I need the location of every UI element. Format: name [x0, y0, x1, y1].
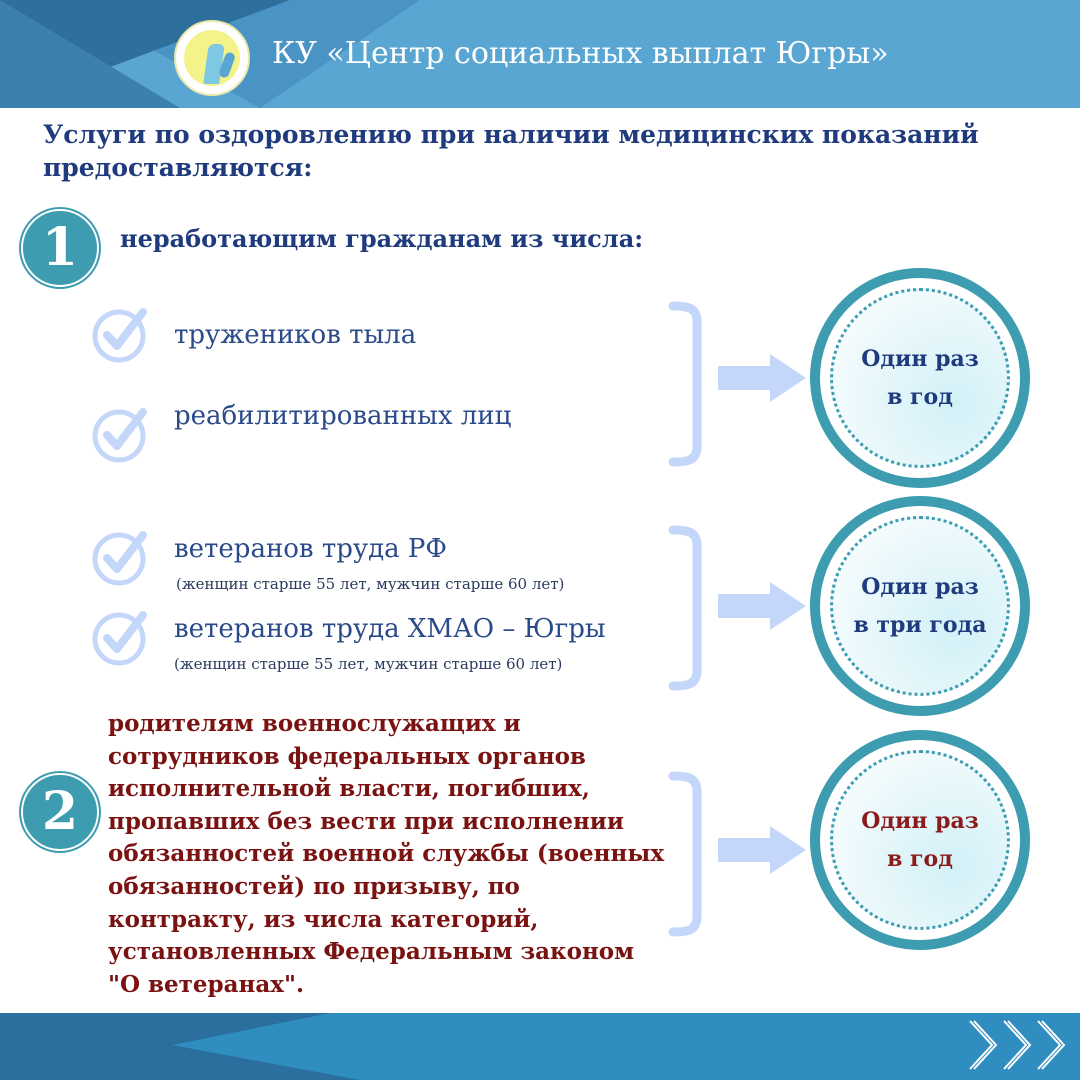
frequency-line-1: Один раз — [861, 346, 979, 372]
triple-chevron-right-icon — [969, 1020, 1066, 1070]
frequency-line-1: Один раз — [861, 574, 979, 600]
frequency-line-2: в три года — [853, 612, 987, 638]
frequency-text: Один раз в три года — [853, 568, 986, 644]
section-1-label: неработающим гражданам из числа: — [120, 224, 644, 253]
arrow-right-icon — [718, 826, 806, 874]
section-1-number-badge: 1 — [21, 209, 99, 287]
list-item-note: (женщин старше 55 лет, мужчин старше 60 … — [174, 655, 563, 673]
list-item-labor-veterans-khmao: ветеранов труда ХМАО – Югры — [174, 614, 606, 644]
checkmark-circle-icon — [92, 611, 147, 666]
logo-emblem-field — [184, 30, 240, 86]
right-brace-icon — [668, 525, 702, 691]
right-brace-icon — [668, 771, 702, 937]
header-title: КУ «Центр социальных выплат Югры» — [272, 36, 889, 71]
checkmark-circle-icon — [92, 531, 147, 586]
arrow-right-icon — [718, 354, 806, 402]
footer-banner — [0, 1013, 1080, 1080]
frequency-circle-inner: Один раз в год — [830, 288, 1010, 468]
checkmark-circle-icon — [92, 408, 147, 463]
frequency-circle-once-in-three-years: Один раз в три года — [810, 496, 1030, 716]
list-item-home-front-workers: тружеников тыла — [174, 320, 417, 350]
organization-emblem-logo — [174, 20, 250, 96]
header-decor-shape — [0, 0, 180, 108]
list-item-rehabilitated-persons: реабилитированных лиц — [174, 401, 512, 431]
frequency-line-1: Один раз — [861, 808, 979, 834]
frequency-text: Один раз в год — [861, 340, 979, 416]
section-2-number-badge: 2 — [21, 773, 99, 851]
list-item-note: (женщин старше 55 лет, мужчин старше 60 … — [176, 575, 565, 593]
section-2-text: родителям военнослужащих и сотрудников ф… — [108, 710, 665, 998]
arrow-right-icon — [718, 582, 806, 630]
header-banner: КУ «Центр социальных выплат Югры» — [0, 0, 1080, 108]
list-item-labor-veterans-rf: ветеранов труда РФ — [174, 534, 447, 564]
right-brace-icon — [668, 301, 702, 467]
frequency-text: Один раз в год — [861, 802, 979, 878]
frequency-circle-once-a-year: Один раз в год — [810, 268, 1030, 488]
frequency-circle-inner: Один раз в год — [830, 750, 1010, 930]
page-headline: Услуги по оздоровлению при наличии медиц… — [43, 120, 979, 182]
footer-decor-shape — [0, 1013, 330, 1080]
frequency-line-2: в год — [887, 384, 953, 410]
frequency-line-2: в год — [887, 846, 953, 872]
frequency-circle-once-a-year: Один раз в год — [810, 730, 1030, 950]
checkmark-circle-icon — [92, 308, 147, 363]
frequency-circle-inner: Один раз в три года — [830, 516, 1010, 696]
